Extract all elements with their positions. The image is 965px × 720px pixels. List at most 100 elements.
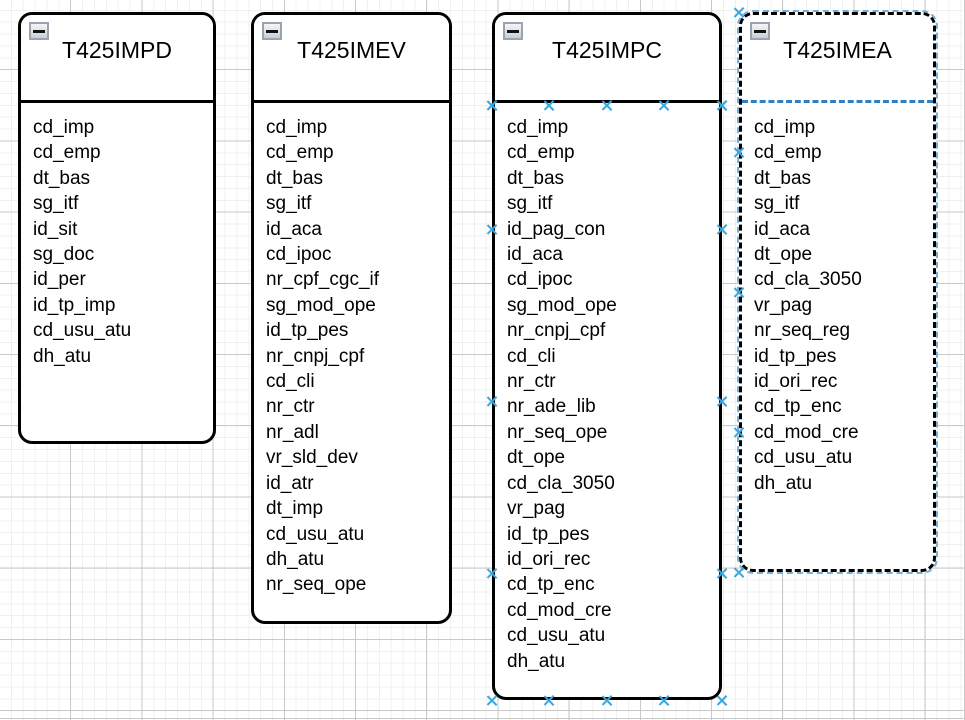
- entity-attribute[interactable]: vr_pag: [754, 294, 813, 316]
- minimize-icon[interactable]: [503, 22, 523, 40]
- entity-attribute[interactable]: nr_seq_ope: [266, 574, 367, 596]
- selection-handle[interactable]: [658, 694, 671, 707]
- entity-attribute[interactable]: sg_mod_ope: [266, 294, 376, 316]
- entity-attribute[interactable]: cd_usu_atu: [266, 523, 365, 545]
- selection-handle[interactable]: [716, 395, 729, 408]
- entity-attribute[interactable]: id_tp_pes: [507, 523, 590, 545]
- selection-handle[interactable]: [716, 567, 729, 580]
- entity-attribute[interactable]: id_tp_pes: [754, 345, 837, 367]
- entity-attribute[interactable]: sg_itf: [754, 193, 800, 215]
- selection-handle[interactable]: [733, 426, 746, 439]
- entity-attribute[interactable]: sg_mod_ope: [507, 294, 617, 316]
- entity-attribute[interactable]: id_aca: [507, 244, 563, 266]
- entity-attribute[interactable]: vr_pag: [507, 498, 566, 520]
- entity-attribute[interactable]: id_per: [33, 269, 86, 291]
- entity-attribute[interactable]: sg_itf: [507, 193, 553, 215]
- minimize-icon[interactable]: [750, 22, 770, 40]
- entity-attribute[interactable]: dh_atu: [754, 472, 813, 494]
- entity-attribute[interactable]: id_atr: [266, 472, 314, 494]
- entity-header[interactable]: T425IMEV: [254, 15, 449, 103]
- entity-header[interactable]: T425IMPD: [21, 15, 213, 103]
- entity-attribute[interactable]: dh_atu: [33, 345, 92, 367]
- entity-attribute[interactable]: cd_emp: [266, 142, 334, 164]
- entity-attribute[interactable]: nr_adl: [266, 421, 319, 443]
- entity-attribute[interactable]: vr_sld_dev: [266, 447, 358, 469]
- selection-handle[interactable]: [733, 566, 746, 579]
- entity-attribute[interactable]: cd_emp: [754, 142, 822, 164]
- entity-attribute[interactable]: cd_imp: [754, 117, 816, 138]
- entity-attribute[interactable]: cd_tp_enc: [507, 574, 595, 596]
- selection-handle[interactable]: [716, 694, 729, 707]
- entity-attribute[interactable]: nr_seq_reg: [754, 320, 851, 342]
- entity-attribute[interactable]: dt_bas: [33, 167, 91, 189]
- selection-handle[interactable]: [601, 99, 614, 112]
- entity-attribute[interactable]: id_tp_imp: [33, 294, 116, 316]
- entity-attribute[interactable]: nr_seq_ope: [507, 421, 608, 443]
- selection-handle[interactable]: [716, 223, 729, 236]
- entity-attribute[interactable]: cd_emp: [33, 142, 101, 164]
- entity-attribute[interactable]: cd_ipoc: [266, 244, 332, 266]
- selection-handle[interactable]: [601, 694, 614, 707]
- entity-attribute[interactable]: id_pag_con: [507, 218, 606, 240]
- entity-attribute[interactable]: cd_ipoc: [507, 269, 573, 291]
- entity-attribute[interactable]: dh_atu: [266, 548, 325, 570]
- entity-attribute[interactable]: cd_imp: [266, 117, 328, 138]
- entity-attribute[interactable]: dt_ope: [754, 244, 813, 266]
- entity-attribute[interactable]: nr_cnpj_cpf: [266, 345, 365, 367]
- entity-attribute[interactable]: cd_cli: [507, 345, 556, 367]
- entity-attribute[interactable]: cd_cla_3050: [507, 472, 615, 494]
- selection-handle[interactable]: [733, 6, 746, 19]
- entity-attribute[interactable]: cd_mod_cre: [507, 599, 612, 621]
- entity-attribute[interactable]: dt_bas: [754, 167, 812, 189]
- entity-attribute[interactable]: dt_bas: [266, 167, 324, 189]
- entity-attribute[interactable]: cd_tp_enc: [754, 396, 842, 418]
- entity-box[interactable]: T425IMPC cd_imp cd_emp dt_bas sg_itf id_pag_c…: [492, 12, 722, 700]
- selection-handle[interactable]: [486, 567, 499, 580]
- entity-attribute[interactable]: dt_imp: [266, 498, 324, 520]
- entity-attribute[interactable]: nr_ctr: [507, 371, 556, 393]
- entity-attribute[interactable]: cd_cli: [266, 371, 315, 393]
- entity-attribute[interactable]: id_sit: [33, 218, 78, 240]
- minimize-icon[interactable]: [29, 22, 49, 40]
- entity-attribute[interactable]: id_aca: [754, 218, 810, 240]
- entity-attribute[interactable]: nr_ctr: [266, 396, 315, 418]
- entity-attribute[interactable]: id_ori_rec: [507, 548, 591, 570]
- entity-attribute[interactable]: nr_ade_lib: [507, 396, 596, 418]
- entity-attribute[interactable]: id_ori_rec: [754, 371, 838, 393]
- entity-attribute[interactable]: cd_usu_atu: [754, 447, 853, 469]
- selection-handle[interactable]: [543, 694, 556, 707]
- entity-attribute[interactable]: cd_imp: [507, 117, 569, 138]
- entity-header[interactable]: T425IMPC: [495, 15, 719, 103]
- entity-attribute[interactable]: cd_cla_3050: [754, 269, 862, 291]
- entity-attribute[interactable]: sg_doc: [33, 244, 95, 266]
- selection-handle[interactable]: [733, 286, 746, 299]
- entity-attribute[interactable]: dt_ope: [507, 447, 566, 469]
- entity-attribute[interactable]: cd_imp: [33, 117, 95, 138]
- selection-handle[interactable]: [486, 99, 499, 112]
- entity-attribute[interactable]: cd_usu_atu: [33, 320, 132, 342]
- selection-handle[interactable]: [543, 99, 556, 112]
- entity-header[interactable]: T425IMEA: [742, 15, 933, 103]
- selection-handle[interactable]: [486, 395, 499, 408]
- entity-attribute[interactable]: cd_usu_atu: [507, 625, 606, 647]
- selection-handle[interactable]: [658, 99, 671, 112]
- entity-attribute[interactable]: nr_cpf_cgc_if: [266, 269, 380, 291]
- selection-handle[interactable]: [733, 146, 746, 159]
- minimize-icon[interactable]: [262, 22, 282, 40]
- selection-handle[interactable]: [486, 223, 499, 236]
- entity-attribute[interactable]: cd_emp: [507, 142, 575, 164]
- selection-handle[interactable]: [486, 694, 499, 707]
- entity-attribute[interactable]: id_aca: [266, 218, 322, 240]
- entity-attribute[interactable]: dh_atu: [507, 650, 566, 672]
- entity-attribute[interactable]: sg_itf: [266, 193, 312, 215]
- selection-handle[interactable]: [716, 99, 729, 112]
- entity-attribute[interactable]: nr_cnpj_cpf: [507, 320, 606, 342]
- entity-attribute[interactable]: dt_bas: [507, 167, 565, 189]
- entity-attribute[interactable]: sg_itf: [33, 193, 79, 215]
- entity-attribute[interactable]: cd_mod_cre: [754, 421, 859, 443]
- entity-attribute[interactable]: id_tp_pes: [266, 320, 349, 342]
